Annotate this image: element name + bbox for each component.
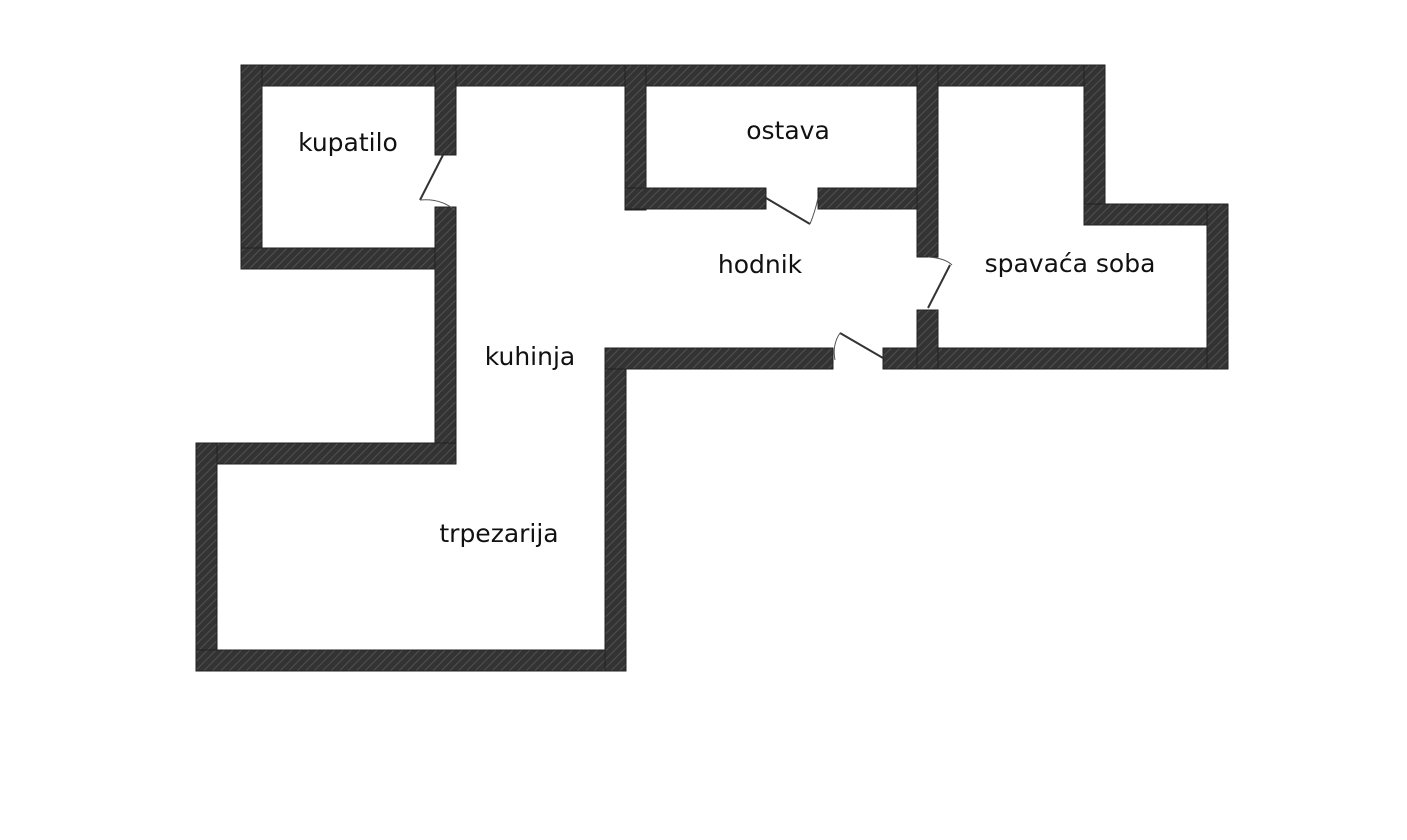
wall-kitchen-left <box>434 206 457 465</box>
label-ostava: ostava <box>746 116 830 145</box>
door-bathroom <box>419 154 456 211</box>
room-labels: kupatilo ostava hodnik spavaća soba kuhi… <box>298 116 1155 548</box>
wall-bedroom-left-lower <box>916 309 939 370</box>
label-spavaca-soba: spavaća soba <box>985 249 1156 278</box>
wall-bathroom-left <box>240 64 263 270</box>
wall-hallway-bottom-left <box>604 347 834 370</box>
label-trpezarija: trpezarija <box>439 519 558 548</box>
wall-bathroom-right-upper <box>434 64 457 156</box>
door-entrance <box>833 332 884 361</box>
wall-storage-bottom-left <box>624 187 767 210</box>
label-hodnik: hodnik <box>718 250 803 279</box>
wall-storage-left <box>624 64 647 211</box>
label-kuhinja: kuhinja <box>485 342 575 371</box>
wall-top <box>240 64 1106 87</box>
wall-dining-right <box>604 347 627 672</box>
door-bedroom <box>927 256 953 309</box>
wall-dining-top <box>195 442 457 465</box>
walls <box>195 64 1229 672</box>
wall-dining-left <box>195 442 218 672</box>
doors <box>419 154 953 361</box>
label-kupatilo: kupatilo <box>298 128 398 157</box>
wall-bedroom-left-upper <box>916 64 939 258</box>
door-storage <box>765 197 819 225</box>
wall-bathroom-bottom <box>240 247 457 270</box>
wall-dining-bottom <box>195 649 627 672</box>
wall-bedroom-right-upper <box>1083 64 1106 226</box>
wall-bedroom-right <box>1206 203 1229 370</box>
wall-bedroom-step <box>1083 203 1229 226</box>
